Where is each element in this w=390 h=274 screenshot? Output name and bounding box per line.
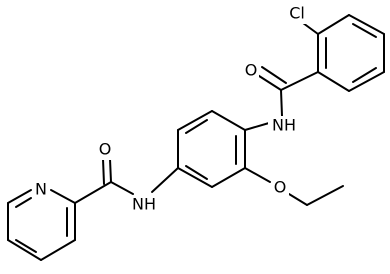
bond (177, 110, 213, 131)
bond (211, 110, 246, 131)
bond (151, 167, 179, 193)
aromatic-inner-bond (352, 23, 377, 38)
bond (244, 167, 271, 183)
bond (7, 239, 42, 261)
bond (280, 71, 319, 91)
bond (317, 71, 350, 92)
carbonyl-oxygen-label: O (99, 140, 112, 159)
bond (348, 14, 385, 35)
bond (261, 66, 287, 84)
chlorophenyl-ring (317, 14, 385, 92)
aromatic-inner-bond (185, 165, 208, 180)
pyridine-ring (7, 189, 76, 261)
amide-nh-label: NH (132, 195, 156, 214)
bond (348, 71, 385, 92)
bond (244, 122, 270, 131)
bond (50, 189, 76, 204)
atom-label-group: Cl O NH O NH N O (33, 4, 311, 215)
aromatic-inner-bond (185, 119, 208, 134)
bond (288, 193, 308, 206)
central-aryl-ring (177, 110, 246, 188)
bond (280, 89, 283, 117)
bond (317, 14, 350, 35)
carbonyl-oxygen-label: O (245, 61, 258, 80)
bond (255, 73, 282, 91)
bond (110, 181, 134, 195)
bond (306, 185, 344, 206)
pyridine-nitrogen-label: N (35, 180, 47, 199)
bond (102, 158, 105, 185)
bond (109, 158, 112, 183)
aromatic-inner-bond (15, 239, 37, 253)
bond (302, 22, 319, 35)
aromatic-inner-bond (352, 67, 377, 83)
bond (7, 189, 32, 204)
bond (211, 167, 246, 188)
methoxy-oxygen-label: O (274, 178, 287, 197)
aromatic-inner-bond (15, 197, 32, 208)
chlorine-label: Cl (289, 4, 305, 23)
bond (177, 167, 213, 188)
bond (40, 239, 76, 261)
amide-nh-label: NH (272, 116, 296, 135)
bond (74, 181, 112, 204)
